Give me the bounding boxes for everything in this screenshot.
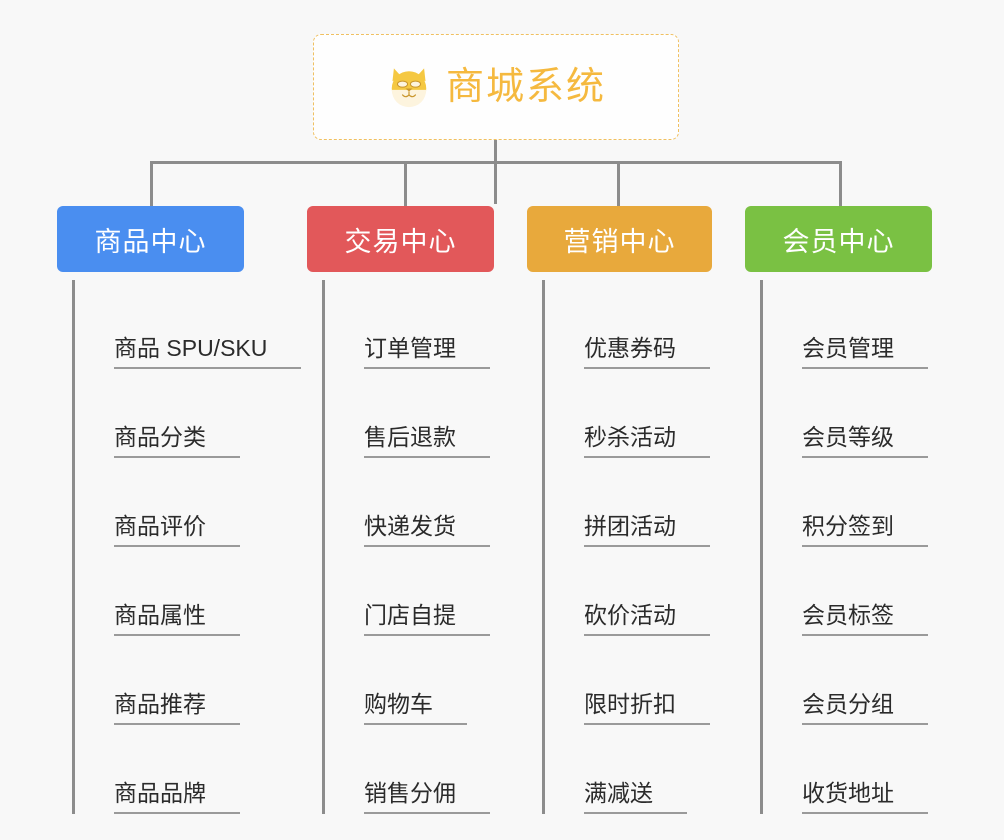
leaf-label: 收货地址 xyxy=(802,780,928,814)
leaf-rail-trade-center xyxy=(322,280,325,814)
category-label-product-center: 商品中心 xyxy=(94,226,207,257)
leaf-item[interactable]: 快递发货 xyxy=(325,458,490,547)
leaf-label: 购物车 xyxy=(364,691,467,725)
leaf-label: 会员分组 xyxy=(802,691,928,725)
leaf-item[interactable]: 商品推荐 xyxy=(75,636,240,725)
leaf-label: 砍价活动 xyxy=(584,602,710,636)
leaf-rail-marketing-center xyxy=(542,280,545,814)
leaf-item[interactable]: 限时折扣 xyxy=(545,636,710,725)
leaf-label: 快递发货 xyxy=(364,513,490,547)
leaf-label: 会员等级 xyxy=(802,424,928,458)
leaf-item[interactable]: 砍价活动 xyxy=(545,547,710,636)
leaf-item[interactable]: 商品 SPU/SKU xyxy=(75,280,302,369)
leaf-item[interactable]: 满减送 xyxy=(545,725,687,814)
leaf-item[interactable]: 积分签到 xyxy=(763,458,928,547)
leaf-item[interactable]: 会员标签 xyxy=(763,547,928,636)
leaf-item[interactable]: 订单管理 xyxy=(325,280,490,369)
root-stem-connector xyxy=(494,140,497,204)
category-box-trade-center[interactable]: 交易中心 xyxy=(307,206,494,272)
leaf-label: 商品分类 xyxy=(114,424,240,458)
leaf-item[interactable]: 会员分组 xyxy=(763,636,928,725)
leaf-label: 满减送 xyxy=(584,780,687,814)
drop-connector-trade-center xyxy=(404,161,407,206)
leaf-label: 门店自提 xyxy=(364,602,490,636)
leaf-label: 商品品牌 xyxy=(114,780,240,814)
leaf-item[interactable]: 商品属性 xyxy=(75,547,240,636)
leaf-label: 限时折扣 xyxy=(584,691,710,725)
leaf-label: 商品属性 xyxy=(114,602,240,636)
leaf-label: 销售分佣 xyxy=(364,780,490,814)
leaf-label: 售后退款 xyxy=(364,424,490,458)
root-node-shopping-mall-system[interactable]: 商城系统 xyxy=(313,34,679,140)
leaf-label: 秒杀活动 xyxy=(584,424,710,458)
leaf-rail-member-center xyxy=(760,280,763,814)
leaf-item[interactable]: 会员管理 xyxy=(763,280,928,369)
leaf-label: 商品推荐 xyxy=(114,691,240,725)
leaf-item[interactable]: 秒杀活动 xyxy=(545,369,710,458)
leaf-item[interactable]: 销售分佣 xyxy=(325,725,490,814)
leaf-label: 优惠券码 xyxy=(584,335,710,369)
leaf-label: 会员管理 xyxy=(802,335,928,369)
leaf-label: 商品 SPU/SKU xyxy=(114,335,302,369)
leaf-item[interactable]: 商品品牌 xyxy=(75,725,240,814)
leaf-item[interactable]: 购物车 xyxy=(325,636,467,725)
leaf-item[interactable]: 商品评价 xyxy=(75,458,240,547)
category-label-marketing-center: 营销中心 xyxy=(563,226,676,257)
category-label-member-center: 会员中心 xyxy=(782,226,895,257)
leaf-label: 会员标签 xyxy=(802,602,928,636)
category-box-marketing-center[interactable]: 营销中心 xyxy=(527,206,712,272)
category-box-product-center[interactable]: 商品中心 xyxy=(57,206,244,272)
leaf-label: 积分签到 xyxy=(802,513,928,547)
category-label-trade-center: 交易中心 xyxy=(344,226,457,257)
leaf-item[interactable]: 收货地址 xyxy=(763,725,928,814)
leaf-item[interactable]: 售后退款 xyxy=(325,369,490,458)
leaf-item[interactable]: 门店自提 xyxy=(325,547,490,636)
leaf-item[interactable]: 优惠券码 xyxy=(545,280,710,369)
leaf-rail-product-center xyxy=(72,280,75,814)
leaf-item[interactable]: 拼团活动 xyxy=(545,458,710,547)
drop-connector-product-center xyxy=(150,161,153,206)
drop-connector-marketing-center xyxy=(617,161,620,206)
leaf-label: 拼团活动 xyxy=(584,513,710,547)
drop-connector-member-center xyxy=(839,161,842,206)
leaf-item[interactable]: 会员等级 xyxy=(763,369,928,458)
trunk-horizontal-connector xyxy=(150,161,842,164)
category-box-member-center[interactable]: 会员中心 xyxy=(745,206,932,272)
dog-face-icon xyxy=(386,64,432,110)
leaf-item[interactable]: 商品分类 xyxy=(75,369,240,458)
leaf-label: 订单管理 xyxy=(364,335,490,369)
leaf-label: 商品评价 xyxy=(114,513,240,547)
root-node-title: 商城系统 xyxy=(445,66,606,108)
